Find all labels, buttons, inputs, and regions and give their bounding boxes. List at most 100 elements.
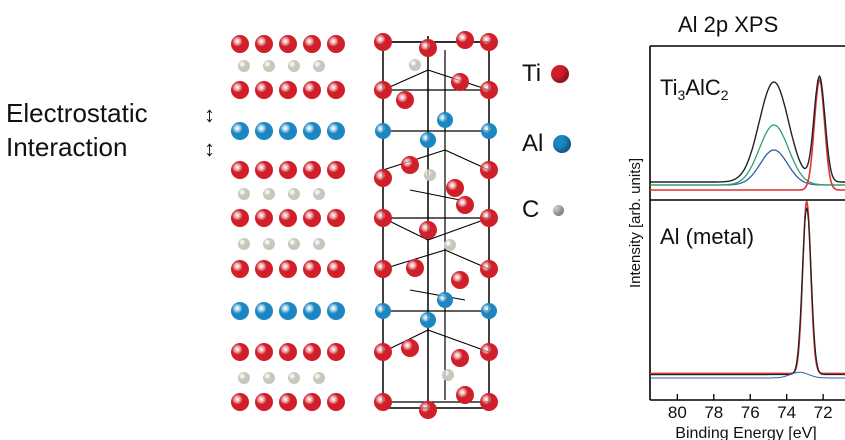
fit-component-red <box>650 78 845 191</box>
al-atom <box>437 112 453 128</box>
ti-atom <box>480 343 498 361</box>
ti-atom <box>303 81 321 99</box>
c-atom <box>238 60 250 72</box>
ti-atom <box>451 271 469 289</box>
ti-atom <box>279 343 297 361</box>
x-axis-label: Binding Energy [eV] <box>675 425 816 440</box>
ti-atom <box>374 260 392 278</box>
c-atom <box>313 238 325 250</box>
ti-atom <box>374 81 392 99</box>
c-atom <box>238 238 250 250</box>
electrostatic-interaction-label: Electrostatic Interaction <box>6 96 148 164</box>
ti-atom <box>303 35 321 53</box>
c-atom <box>288 238 300 250</box>
al-atom <box>279 302 297 320</box>
c-atom <box>288 60 300 72</box>
ti-atom <box>327 343 345 361</box>
x-tick-label: 72 <box>814 403 833 422</box>
ti-atom <box>303 260 321 278</box>
ti-atom <box>456 196 474 214</box>
ti-atom <box>279 161 297 179</box>
ti-atom <box>480 393 498 411</box>
legend-al: Al <box>522 130 572 158</box>
c-atom <box>313 372 325 384</box>
ti-atom <box>327 35 345 53</box>
label-line-2: Interaction <box>6 132 128 162</box>
c-atom <box>263 188 275 200</box>
bond <box>427 329 490 353</box>
c-atom <box>238 372 250 384</box>
ti-atom <box>255 393 273 411</box>
panel-label-ti3alc2: Ti3AlC2 <box>660 75 729 103</box>
al-atom <box>375 303 391 319</box>
ti-atom <box>231 209 249 227</box>
y-axis-label: Intensity [arb. units] <box>627 158 644 288</box>
ti-atom <box>419 221 437 239</box>
ti-atom <box>480 209 498 227</box>
al-atom <box>481 303 497 319</box>
ti-atom <box>231 35 249 53</box>
x-tick-label: 76 <box>741 403 760 422</box>
double-arrow-icon: ↕ <box>204 136 215 161</box>
ti-atom <box>327 209 345 227</box>
unit-cell <box>374 31 498 419</box>
al-atom <box>481 123 497 139</box>
ti-atom <box>255 81 273 99</box>
al-atom <box>437 292 453 308</box>
c-atom <box>288 372 300 384</box>
c-atom <box>238 188 250 200</box>
xps-title: Al 2p XPS <box>678 12 779 37</box>
c-atom <box>263 238 275 250</box>
c-atom <box>409 59 421 71</box>
ti-atom <box>374 33 392 51</box>
ti-atom <box>279 35 297 53</box>
ti-atom <box>419 39 437 57</box>
ti-atom <box>396 91 414 109</box>
ti-atom <box>327 161 345 179</box>
ti-atom <box>303 161 321 179</box>
c-atom <box>288 188 300 200</box>
al-atom <box>255 302 273 320</box>
ti-atom <box>446 179 464 197</box>
ti-atom <box>480 33 498 51</box>
x-tick-label: 78 <box>704 403 723 422</box>
ti-atom <box>231 81 249 99</box>
ti-atom <box>451 73 469 91</box>
c-atom <box>313 60 325 72</box>
fit-component-blue <box>650 149 845 186</box>
fit-component-green <box>650 124 845 186</box>
ti-atom <box>255 35 273 53</box>
ti-atom-icon <box>551 65 570 83</box>
al-atom <box>255 122 273 140</box>
ti-atom <box>406 259 424 277</box>
ti-atom <box>327 393 345 411</box>
atomic-layers <box>231 35 345 411</box>
bond <box>409 189 461 201</box>
ti-atom <box>303 393 321 411</box>
panel-label-al-metal: Al (metal) <box>660 224 754 249</box>
ti-atom <box>279 209 297 227</box>
ti-atom <box>456 386 474 404</box>
al-atom <box>375 123 391 139</box>
ti-atom <box>451 349 469 367</box>
label-line-1: Electrostatic <box>6 98 148 128</box>
legend-c: C <box>522 196 565 224</box>
x-tick-label: 80 <box>668 403 687 422</box>
al-atom <box>420 132 436 148</box>
al-atom <box>303 122 321 140</box>
ti-atom <box>231 343 249 361</box>
ti-atom <box>303 209 321 227</box>
ti-atom <box>374 169 392 187</box>
ti-atom <box>480 161 498 179</box>
ti-atom <box>374 393 392 411</box>
al-atom <box>231 302 249 320</box>
ti-atom <box>303 343 321 361</box>
ti-atom <box>279 81 297 99</box>
ti-atom <box>480 81 498 99</box>
legend-al-label: Al <box>522 130 544 157</box>
ti-atom <box>456 31 474 49</box>
al-atom-icon <box>553 135 572 153</box>
double-arrow-icon: ↕ <box>204 102 215 127</box>
